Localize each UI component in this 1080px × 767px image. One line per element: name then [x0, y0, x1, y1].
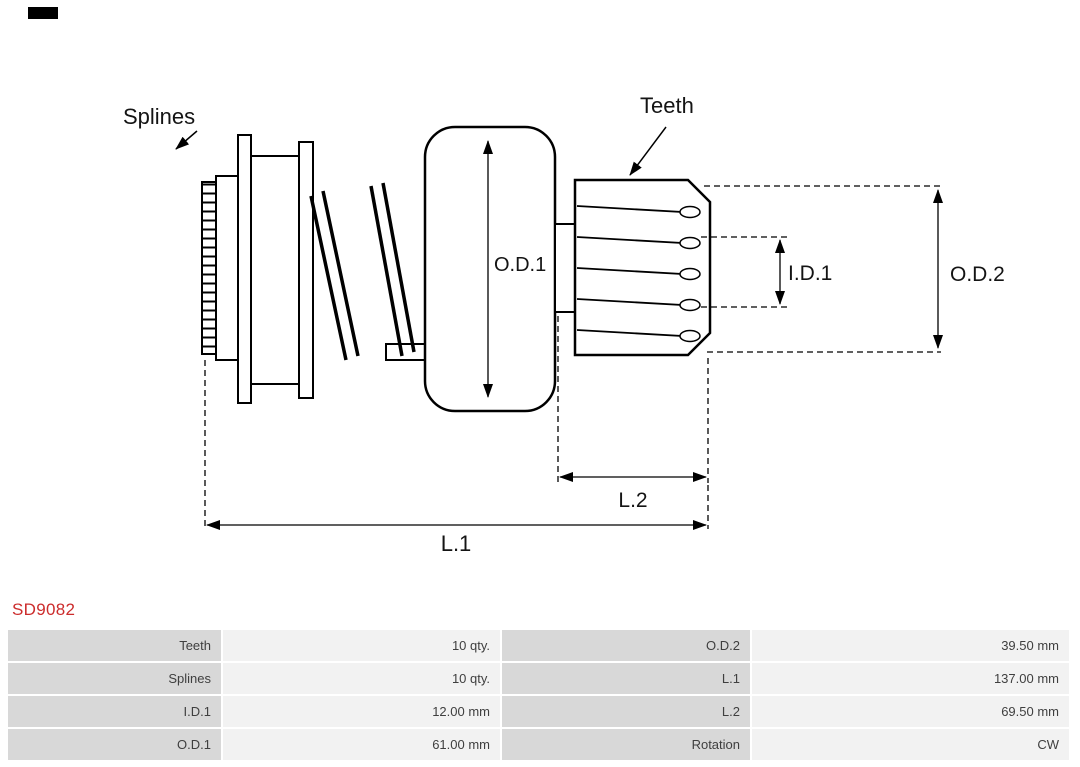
l1-label: L.1 — [441, 531, 472, 556]
spec-table: Teeth 10 qty. O.D.2 39.50 mm Splines 10 … — [8, 630, 1069, 760]
spec-label-cell: I.D.1 — [8, 696, 221, 727]
spec-value-cell: 69.50 mm — [752, 696, 1069, 727]
dimension-od2: O.D.2 — [933, 189, 1005, 349]
teeth-label: Teeth — [640, 93, 694, 118]
construction-lines — [204, 185, 941, 529]
splines-callout: Splines — [123, 104, 198, 150]
dimension-l2: L.2 — [559, 472, 707, 512]
spec-value-cell: 10 qty. — [223, 630, 500, 661]
dimension-id1: I.D.1 — [775, 239, 832, 305]
logo-bar — [28, 7, 58, 19]
splined-shaft — [201, 175, 239, 361]
l2-label: L.2 — [618, 489, 647, 512]
starter-drive-diagram: O.D.1 — [123, 93, 1005, 556]
spec-label-cell: O.D.2 — [502, 630, 750, 661]
spec-value-cell: CW — [752, 729, 1069, 760]
spec-value-cell: 61.00 mm — [223, 729, 500, 760]
od2-label: O.D.2 — [950, 263, 1005, 286]
pinion-neck — [554, 223, 576, 313]
spec-label-cell: Rotation — [502, 729, 750, 760]
spec-value-cell: 12.00 mm — [223, 696, 500, 727]
spec-value-cell: 39.50 mm — [752, 630, 1069, 661]
dimension-l1: L.1 — [206, 520, 707, 556]
part-number: SD9082 — [12, 600, 76, 619]
od1-label: O.D.1 — [494, 254, 546, 276]
spec-label-cell: Teeth — [8, 630, 221, 661]
id1-label: I.D.1 — [788, 262, 832, 285]
pinion-gear — [573, 178, 712, 357]
dimension-od1: O.D.1 — [483, 140, 546, 398]
drive-flanges — [237, 134, 314, 404]
spec-value-cell: 137.00 mm — [752, 663, 1069, 694]
drive-spring — [309, 182, 427, 361]
spec-label-cell: Splines — [8, 663, 221, 694]
teeth-callout: Teeth — [629, 93, 694, 176]
spec-label-cell: L.1 — [502, 663, 750, 694]
spec-value-cell: 10 qty. — [223, 663, 500, 694]
splines-label: Splines — [123, 104, 195, 129]
spec-label-cell: L.2 — [502, 696, 750, 727]
spec-label-cell: O.D.1 — [8, 729, 221, 760]
